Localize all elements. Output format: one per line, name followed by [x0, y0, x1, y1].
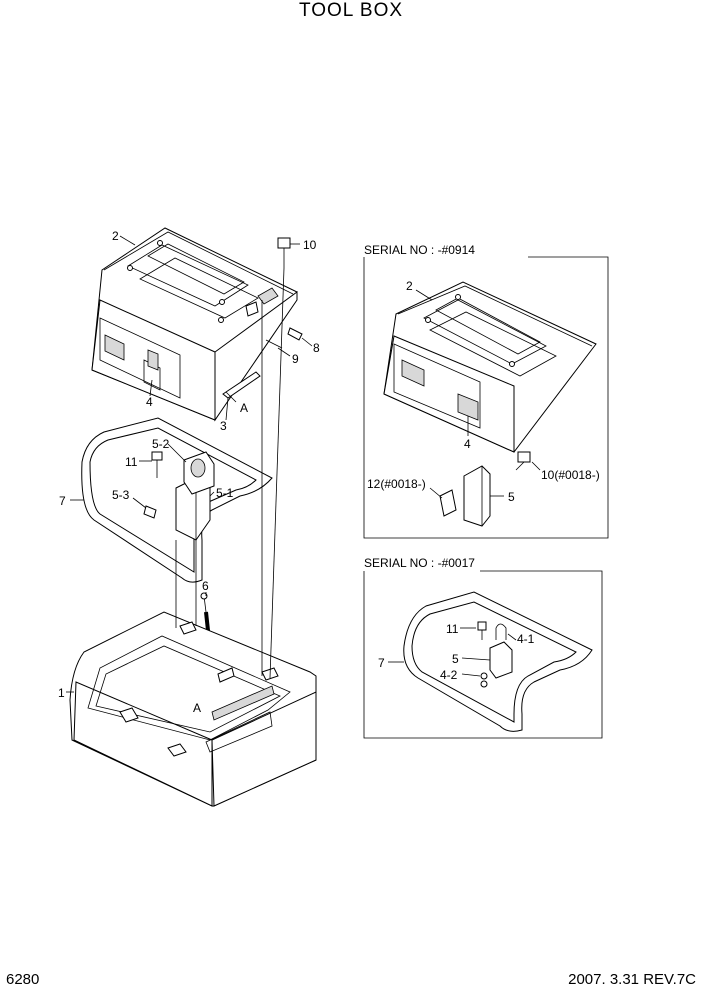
callout-2: 2 [112, 229, 119, 243]
page-number: 6280 [6, 971, 40, 988]
bolt-5-3 [143, 505, 157, 519]
revision-label: 2007. 3.31 REV.7C [568, 971, 696, 988]
main-leader-lines [66, 235, 313, 693]
latch-hinge [222, 287, 279, 399]
tool-box-lid [91, 227, 298, 422]
inset-top-lid [383, 281, 597, 453]
callout-5-1: 5-1 [216, 486, 234, 500]
inset-top-callout-12: 12(#0018-) [367, 477, 426, 491]
callout-9: 9 [292, 352, 299, 366]
inset-bottom-callout-5: 5 [452, 652, 459, 666]
inset-top-bolt-10 [515, 451, 531, 471]
inset-top-serial-label: SERIAL NO : -#0914 [364, 243, 475, 257]
inset-top-callout-2: 2 [406, 279, 413, 293]
inset-bottom-ubolt-4-1 [495, 623, 507, 640]
callout-7: 7 [59, 494, 66, 508]
inset-top-bracket-5 [463, 465, 491, 527]
callout-6: 6 [202, 579, 209, 593]
callout-4: 4 [146, 395, 153, 409]
inset-bottom-serial-label: SERIAL NO : -#0017 [364, 556, 475, 570]
inset-bottom-callout-4-1: 4-1 [517, 632, 535, 646]
inset-bottom-callout-11: 11 [446, 622, 459, 636]
bolt-10 [277, 237, 291, 268]
inset-top-leader-lines [415, 289, 541, 499]
inset-bottom-nut-4-2 [480, 672, 488, 688]
inset-top-callout-10: 10(#0018-) [541, 468, 600, 482]
inset-top-frame [363, 256, 609, 539]
inset-bottom-bracket-5 [489, 641, 513, 679]
clamp-5-2 [183, 451, 215, 495]
callout-5-2: 5-2 [152, 437, 170, 451]
inset-bottom-bolt-11 [477, 621, 487, 640]
inset-bottom-callout-7: 7 [378, 656, 385, 670]
callout-5-3: 5-3 [112, 488, 130, 502]
inset-top-callout-5: 5 [508, 490, 515, 504]
inset-bottom-leader-lines [388, 627, 517, 677]
bolt-11 [151, 451, 163, 478]
callout-11: 11 [125, 455, 138, 469]
callout-10: 10 [303, 238, 317, 252]
inset-bottom-callout-4-2: 4-2 [440, 668, 458, 682]
callout-a-top: A [240, 401, 248, 415]
inset-top-latch-12 [439, 489, 457, 517]
callout-a-bottom: A [193, 701, 201, 715]
page-title: TOOL BOX [298, 0, 404, 21]
inset-top-callout-4: 4 [464, 437, 471, 451]
screw-9 [265, 339, 283, 349]
bolt-8 [287, 327, 303, 341]
tool-box-base [69, 611, 317, 807]
callout-1: 1 [58, 686, 65, 700]
callout-3: 3 [220, 419, 227, 433]
inset-bottom-frame [363, 570, 603, 739]
callout-8: 8 [313, 341, 320, 355]
